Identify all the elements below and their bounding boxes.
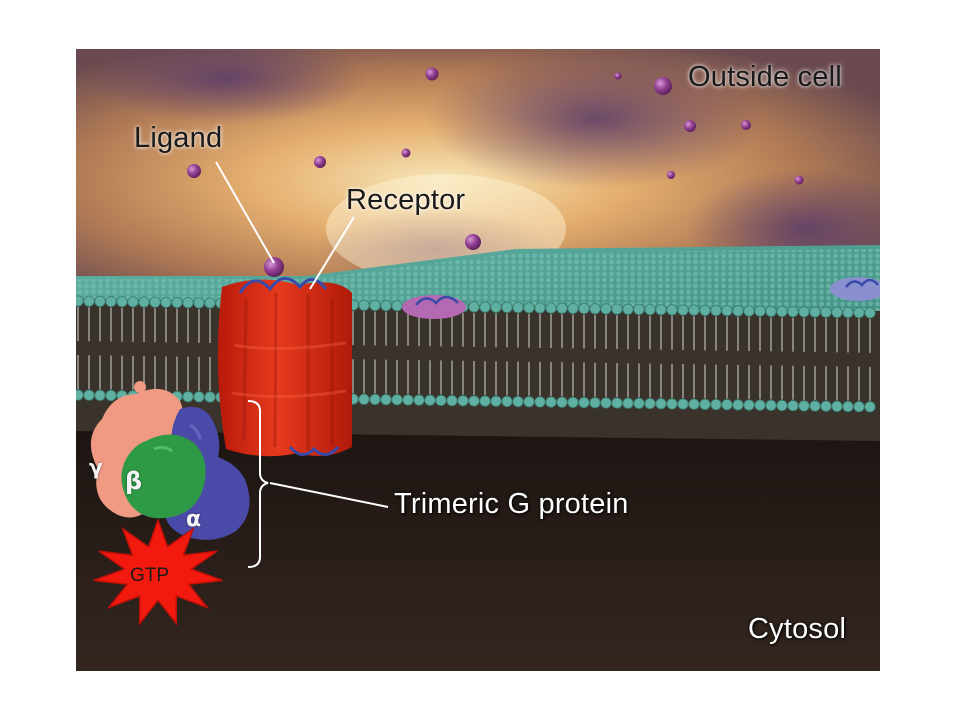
label-ligand: Ligand [134, 122, 223, 154]
label-cytosol: Cytosol [748, 613, 847, 645]
label-outside-cell: Outside cell [688, 61, 842, 93]
g-protein-bracket [247, 400, 269, 568]
ligand-particle [425, 67, 439, 81]
ligand-callout-line [215, 161, 275, 264]
gtp-burst-star [93, 518, 223, 626]
protein-loop [415, 295, 459, 306]
receptor-protein [217, 277, 352, 457]
membrane-protein-far [830, 277, 880, 301]
beta-subunit [121, 434, 206, 519]
subunit-gamma-label: γ [89, 455, 103, 479]
ligand-particle [314, 156, 326, 168]
membrane-scene [76, 49, 880, 671]
label-trimeric-g-protein: Trimeric G protein [394, 488, 629, 520]
trimeric-g-protein [90, 381, 250, 540]
membrane-protein-far [402, 295, 466, 319]
ligand-particle [465, 234, 481, 250]
subunit-beta-label: β [125, 467, 143, 495]
diagram-figure: Outside cell Ligand Receptor Trimeric G … [76, 49, 880, 671]
g-protein-callout-line [269, 482, 389, 508]
ligand-particle [684, 120, 696, 132]
ligand-particle [264, 257, 284, 277]
ligand-particle [794, 175, 804, 185]
cloud-shade [426, 49, 766, 189]
cloud-shade [86, 49, 366, 124]
gtp-label: GTP [130, 565, 170, 586]
protein-loop [845, 278, 879, 288]
receptor-callout-line [309, 216, 355, 290]
ligand-particle [401, 148, 411, 158]
label-receptor: Receptor [346, 184, 466, 216]
ligand-particle [741, 120, 751, 130]
subunit-alpha-label: α [186, 507, 202, 532]
ligand-particle [654, 77, 672, 95]
ligand-particle [187, 164, 201, 178]
ligand-particle [667, 171, 675, 179]
ligand-particles [187, 67, 804, 277]
ligand-particle [614, 72, 622, 80]
